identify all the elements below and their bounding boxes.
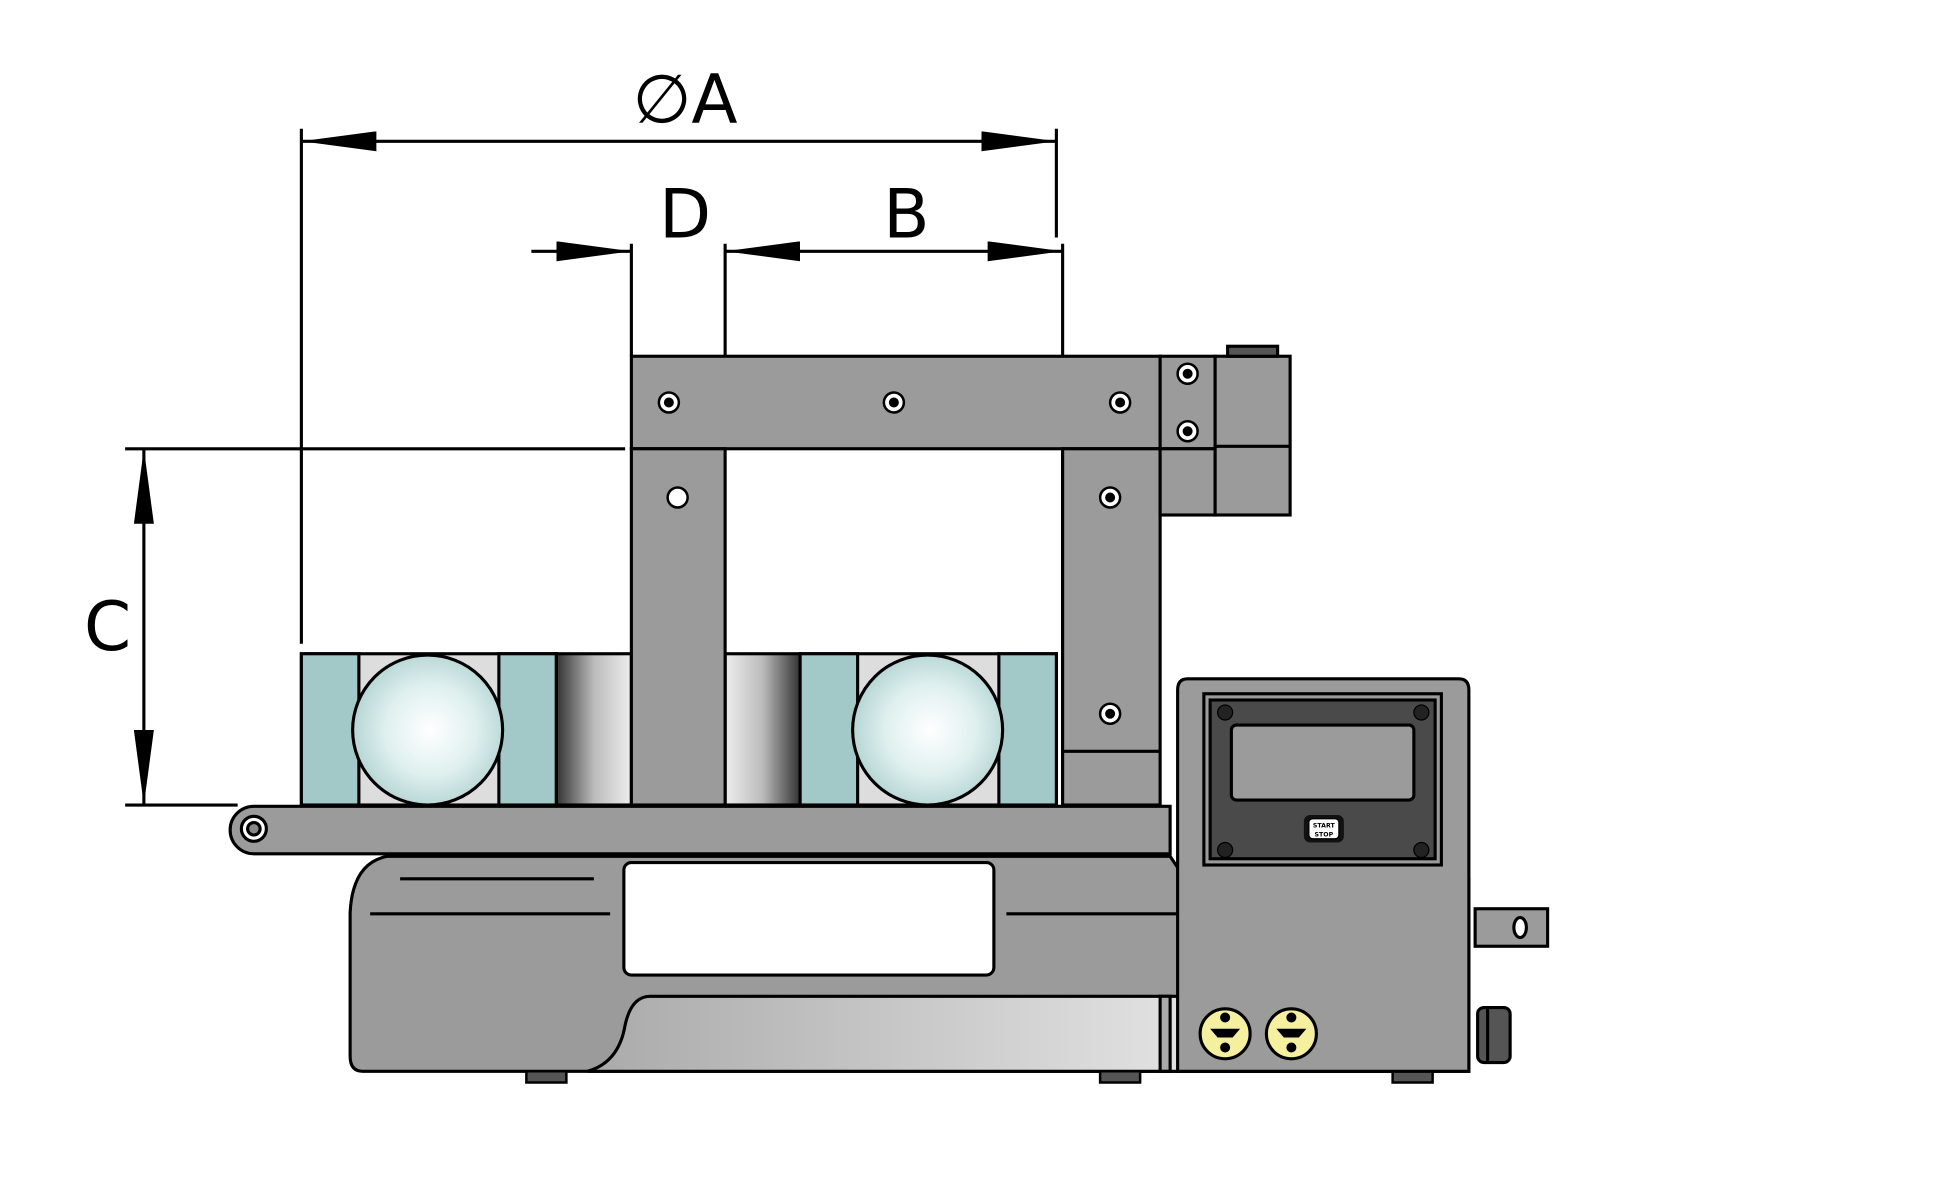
bearing-right [723, 652, 1058, 807]
dimension-a: ∅A [299, 60, 1058, 644]
dimension-c: C [84, 447, 626, 807]
bearing-left [299, 652, 633, 807]
bearing-ball [351, 653, 505, 807]
dimension-d-label: D [659, 175, 711, 254]
control-housing: START STOP [1176, 677, 1550, 1073]
cable-gland [1476, 1005, 1512, 1065]
dimension-a-label: ∅A [633, 60, 738, 139]
dimension-c-label: C [84, 587, 131, 666]
stop-label: STOP [1315, 831, 1334, 838]
dimension-b-label: B [883, 175, 929, 254]
power-socket[interactable] [1264, 1007, 1318, 1061]
start-label: START [1313, 823, 1336, 830]
display-screen [1229, 723, 1416, 802]
start-stop-button[interactable]: START STOP [1303, 815, 1344, 843]
bearing-ball [851, 653, 1005, 807]
label-plate [622, 860, 996, 977]
yoke [629, 344, 1292, 807]
side-connector [1473, 907, 1550, 948]
power-socket[interactable] [1198, 1007, 1252, 1061]
support-bar [228, 804, 1172, 856]
